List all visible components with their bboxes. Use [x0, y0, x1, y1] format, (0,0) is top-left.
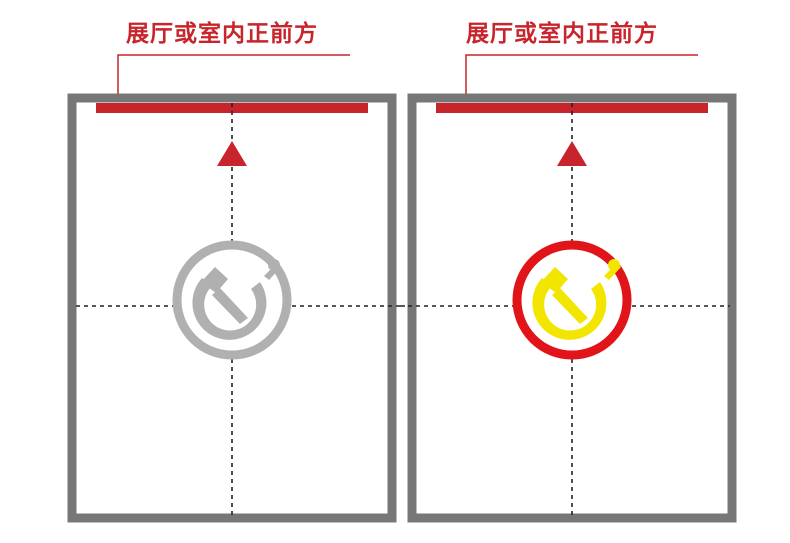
room-diagram [400, 54, 737, 523]
room-layout-color: 展厅或室内正前方 [400, 0, 760, 543]
front-direction-arrow [557, 141, 587, 166]
room-frame [407, 93, 737, 523]
label-leader-line [465, 54, 698, 100]
front-banner [96, 103, 368, 113]
front-direction-arrow [217, 141, 247, 166]
front-banner [436, 103, 708, 113]
emblem-icon [512, 240, 632, 360]
room-layout-gray: 展厅或室内正前方 [60, 0, 420, 543]
label-leader-line [117, 54, 350, 100]
room-frame [67, 93, 397, 523]
room-diagram [67, 54, 405, 523]
front-label: 展厅或室内正前方 [466, 21, 658, 47]
front-label: 展厅或室内正前方 [126, 21, 318, 47]
emblem-icon [172, 240, 292, 360]
